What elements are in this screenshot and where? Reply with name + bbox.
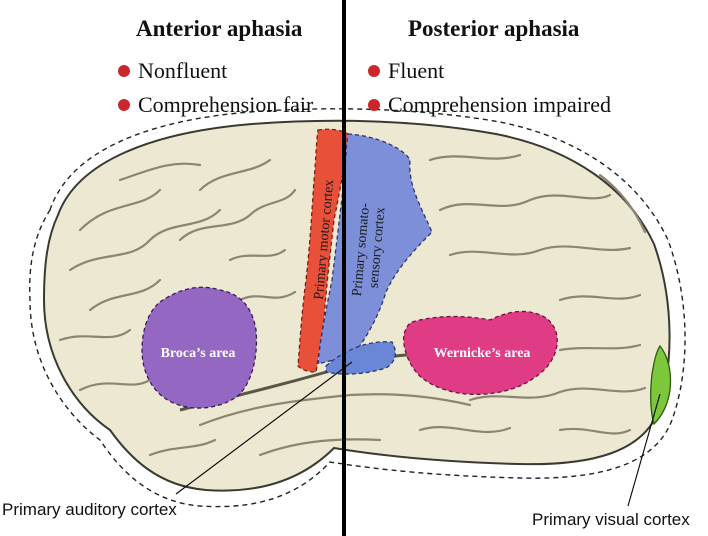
bullet-dot xyxy=(368,65,380,77)
bullet-dot xyxy=(118,65,130,77)
anterior-bullet-text: Comprehension fair xyxy=(138,92,313,118)
posterior-bullet-1: Fluent xyxy=(368,58,444,84)
auditory-cortex-caption: Primary auditory cortex xyxy=(2,500,177,520)
posterior-bullet-text: Fluent xyxy=(388,58,444,84)
anterior-bullet-text: Nonfluent xyxy=(138,58,227,84)
anterior-title: Anterior aphasia xyxy=(136,16,302,42)
anterior-bullet-2: Comprehension fair xyxy=(118,92,313,118)
posterior-title: Posterior aphasia xyxy=(408,16,579,42)
posterior-bullet-2: Comprehension impaired xyxy=(368,92,611,118)
anterior-bullet-1: Nonfluent xyxy=(118,58,227,84)
wernicke-label: Wernicke’s area xyxy=(434,346,531,361)
bullet-dot xyxy=(368,99,380,111)
bullet-dot xyxy=(118,99,130,111)
visual-cortex-caption: Primary visual cortex xyxy=(532,510,690,530)
broca-label: Broca’s area xyxy=(161,346,236,361)
posterior-bullet-text: Comprehension impaired xyxy=(388,92,611,118)
